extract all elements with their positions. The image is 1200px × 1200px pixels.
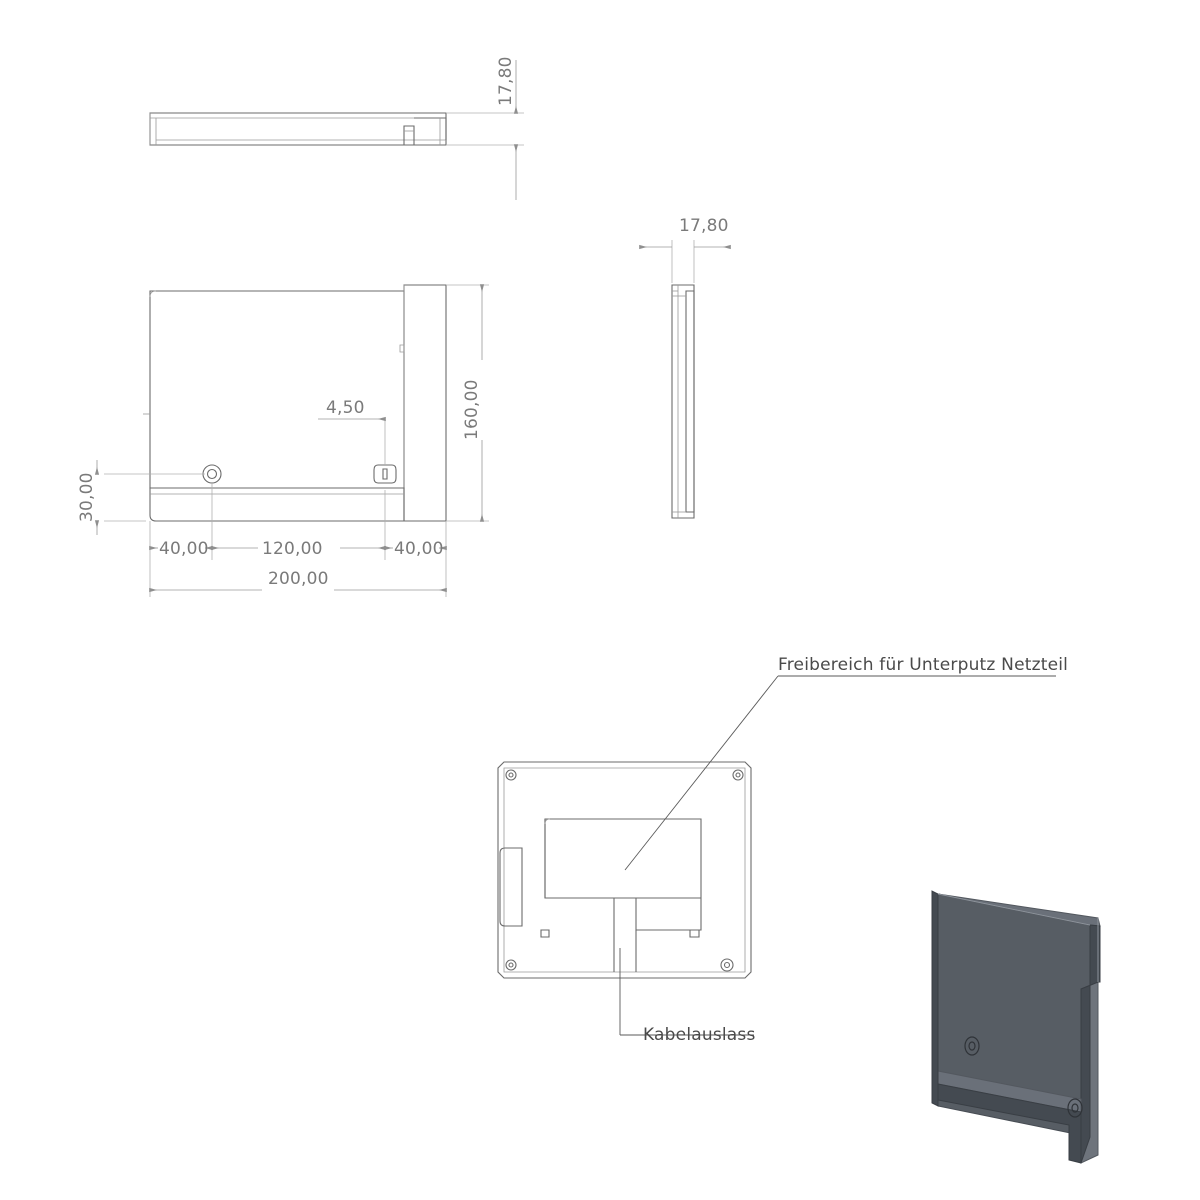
side-view-geometry xyxy=(671,284,695,519)
annotation-power-supply-label: Freibereich für Unterputz Netzteil xyxy=(778,655,1068,675)
dim-hole-diameter-label: 4,50 xyxy=(326,398,365,418)
dim-center-segment-label: 120,00 xyxy=(262,539,323,559)
dim-right-segment-label: 40,00 xyxy=(394,539,444,559)
dim-height-label: 160,00 xyxy=(462,379,482,440)
dimension-height: 160,00 xyxy=(446,284,489,522)
front-view-geometry xyxy=(143,284,447,522)
dimension-chain: 40,00 120,00 40,00 200,00 xyxy=(149,482,447,597)
isometric-view-geometry xyxy=(931,890,1101,1164)
top-view-geometry xyxy=(149,112,447,146)
dimension-hole-diameter: 4,50 xyxy=(318,398,386,465)
dim-top-thickness-label: 17,80 xyxy=(496,56,516,106)
dimension-bottom-offset: 30,00 xyxy=(77,460,205,535)
annotation-power-supply: Freibereich für Unterputz Netzteil xyxy=(624,655,1068,871)
dim-left-segment-label: 40,00 xyxy=(159,539,209,559)
dimension-side-thickness: 17,80 xyxy=(639,216,731,283)
dim-total-width-label: 200,00 xyxy=(268,569,329,589)
rear-view-geometry xyxy=(497,761,752,979)
dim-bottom-offset-label: 30,00 xyxy=(77,472,97,522)
annotation-cable-outlet: Kabelauslass xyxy=(619,948,756,1045)
dimension-top-thickness: 17,80 xyxy=(446,56,524,200)
dim-side-thickness-label: 17,80 xyxy=(679,216,729,236)
annotation-cable-outlet-label: Kabelauslass xyxy=(643,1025,756,1045)
